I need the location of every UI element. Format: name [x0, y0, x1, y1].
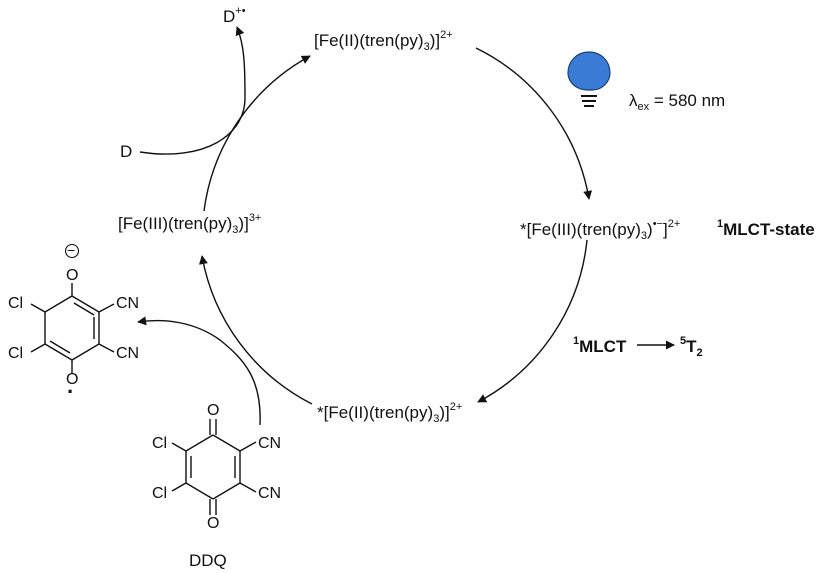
semiquinone-chlorine-top: Cl: [8, 295, 24, 312]
fe2-excited-charge: 2+: [449, 401, 463, 413]
mlct-state-superscript: 1: [717, 218, 724, 230]
donor-label: D: [120, 143, 132, 160]
semiquinone-nitrile-top: CN: [116, 295, 140, 312]
fe3-mlct-subscript: 3: [640, 230, 648, 242]
semiquinone-structure: [30, 283, 115, 373]
cycle-arrow-isc: [477, 239, 588, 403]
cycle-arrow-regeneration: [203, 55, 311, 212]
mlct-label: 1MLCT: [573, 335, 627, 356]
t2-superscript: 5: [680, 335, 687, 347]
lambda-symbol: λ: [629, 91, 638, 110]
semiquinone-nitrile-bottom: CN: [116, 345, 140, 362]
oxidized-donor-charge: +•: [235, 5, 246, 17]
fe3-oxidized-subscript: 3: [232, 224, 239, 236]
donor-oxidation-arrow: [139, 26, 246, 155]
semiquinone-oxygen-top: O: [66, 267, 79, 284]
ddq-name-label: DDQ: [189, 551, 227, 570]
anion-charge-symbol: [64, 243, 80, 259]
semiquinone-chlorine-bottom: Cl: [8, 345, 24, 362]
donor-text: D: [120, 142, 133, 161]
oxidized-donor-text: D: [223, 7, 236, 26]
ddq-structure: [171, 419, 257, 515]
mlct-superscript: 1: [573, 335, 580, 347]
ddq-chlorine-bottom: Cl: [152, 485, 168, 502]
lightbulb-icon: [567, 51, 611, 107]
anion-minus-sign: −: [67, 242, 76, 258]
t2-text: T: [686, 337, 697, 356]
wavelength-value: = 580 nm: [649, 91, 726, 110]
fe3-oxidized-text: [Fe(III)(tren(py): [118, 214, 233, 233]
semiquinone-oxygen-bottom: O: [66, 371, 79, 388]
fe3-mlct-charge: 2+: [667, 218, 681, 230]
fe2-ground-text: [Fe(II)(tren(py): [314, 31, 424, 50]
fe2-excited-subscript: 3: [433, 413, 440, 425]
excitation-wavelength-label: λex = 580 nm: [629, 91, 726, 113]
cycle-arrow-reduction: [199, 255, 313, 405]
fe2-ground-state-label: [Fe(II)(tren(py)3)]2+: [314, 29, 453, 53]
ddq-oxygen-bottom: O: [207, 515, 220, 532]
fe3-mlct-radical: •−: [652, 218, 663, 230]
fe3-mlct-close: ): [647, 220, 653, 239]
ddq-nitrile-top: CN: [258, 435, 282, 452]
fe3-mlct-text: *[Fe(III)(tren(py): [520, 220, 641, 239]
fe2-ground-subscript: 3: [423, 41, 430, 53]
cycle-arrow-excitation: [475, 47, 593, 200]
fe2-ground-charge: 2+: [440, 29, 453, 41]
fe3-oxidized-charge: 3+: [248, 212, 262, 224]
fe2-excited-text: *[Fe(II)(tren(py): [317, 403, 434, 422]
fe3-oxidized-state-label: [Fe(III)(tren(py)3)]3+: [118, 212, 262, 236]
mlct-state-label: 1MLCT-state: [717, 218, 815, 239]
fe2-excited-state-label: *[Fe(II)(tren(py)3)]2+: [317, 401, 463, 425]
ddq-reduction-arrow: [137, 316, 261, 426]
t2-label: 5T2: [680, 335, 703, 359]
mlct-state-text: MLCT-state: [723, 220, 815, 239]
mlct-text: MLCT: [579, 337, 627, 356]
fe2-excited-close: )]: [439, 403, 450, 422]
oxidized-donor-label: D+•: [223, 5, 246, 26]
t2-subscript: 2: [696, 347, 703, 359]
ddq-chlorine-top: Cl: [152, 435, 168, 452]
fe3-mlct-state-label: *[Fe(III)(tren(py)3)•−]2+: [520, 218, 681, 242]
fe3-oxidized-close: )]: [238, 214, 249, 233]
fe2-ground-close: )]: [429, 31, 441, 50]
ddq-oxygen-top: O: [207, 402, 220, 419]
radical-dot: ·: [67, 379, 75, 404]
ddq-nitrile-bottom: CN: [258, 485, 282, 502]
fe3-mlct-bracket: ]: [662, 220, 668, 239]
lambda-subscript: ex: [637, 101, 650, 113]
